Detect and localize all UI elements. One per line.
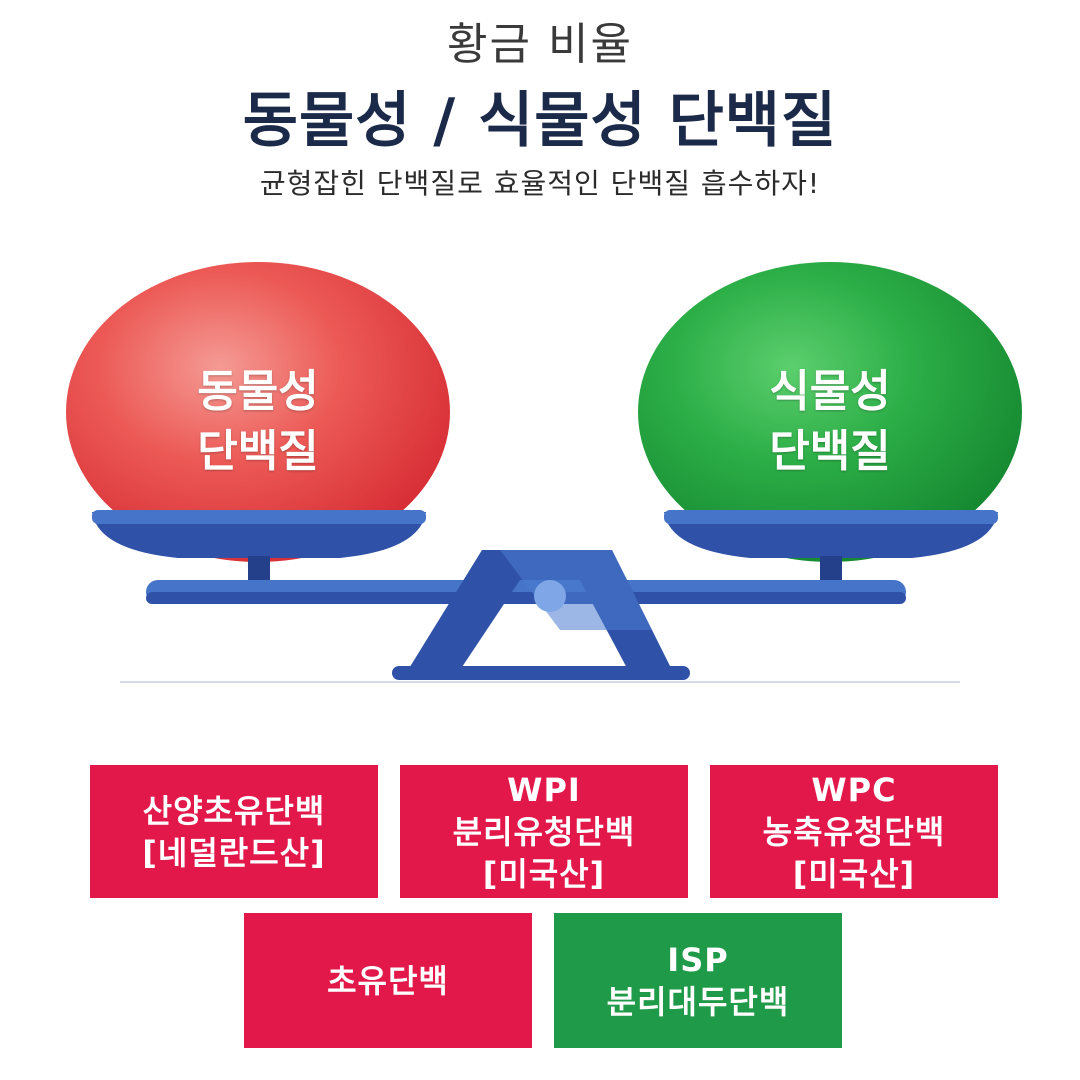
product-isp: ISP 분리대두단백 [554,913,842,1048]
product-wpi-line3: [미국산] [482,854,606,893]
product-goat-colostrum-line1: 산양초유단백 [142,791,326,830]
pre-title: 황금 비율 [447,19,633,70]
product-colostrum: 초유단백 [244,913,532,1048]
animal-protein-label-line1: 동물성 [197,366,319,417]
animal-protein-label-line2: 단백질 [197,426,319,477]
pivot-icon [534,580,566,612]
plant-protein-ball [638,262,1022,562]
plant-protein-label-line1: 식물성 [769,366,891,417]
product-wpc-line3: [미국산] [792,854,916,893]
product-wpc-line1: WPC [811,770,897,809]
plant-protein-label-line2: 단백질 [769,426,891,477]
main-title: 동물성 / 식물성 단백질 [242,86,838,156]
subtitle: 균형잡힌 단백질로 효율적인 단백질 흡수하자! [259,167,821,200]
product-colostrum-line1: 초유단백 [327,961,449,1000]
plant-protein-label: 식물성 단백질 [720,362,940,482]
product-wpi-line1: WPI [507,770,581,809]
product-wpc-line2: 농축유청단백 [762,812,946,851]
product-wpi: WPI 분리유청단백 [미국산] [400,765,688,898]
product-goat-colostrum: 산양초유단백 [네덜란드산] [90,765,378,898]
animal-protein-label: 동물성 단백질 [148,362,368,482]
animal-protein-ball [66,262,450,562]
balance-scale-illustration [66,262,1022,683]
product-wpi-line2: 분리유청단백 [452,812,636,851]
product-isp-line1: ISP [667,940,729,979]
product-wpc: WPC 농축유청단백 [미국산] [710,765,998,898]
product-isp-line2: 분리대두단백 [606,982,790,1021]
product-goat-colostrum-line2: [네덜란드산] [142,833,326,872]
scale-base [392,666,690,680]
